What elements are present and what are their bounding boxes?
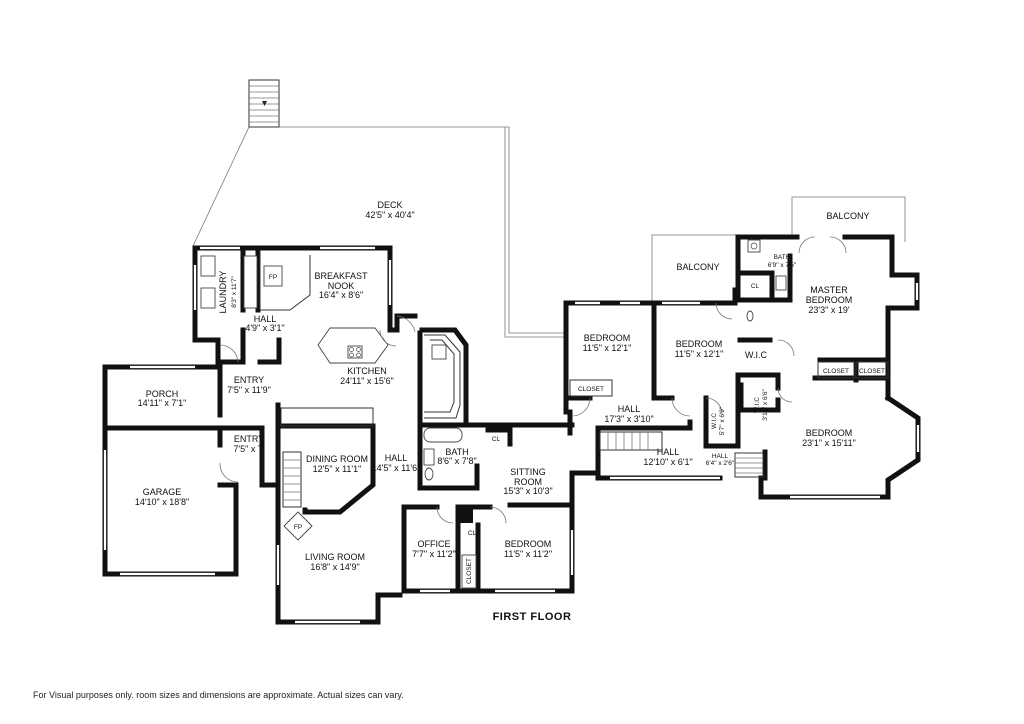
floor-title: FIRST FLOOR — [493, 611, 572, 623]
office-closet-label: CLOSET — [466, 558, 473, 584]
bedroom-east-label: BEDROOM — [806, 428, 853, 438]
master-closet-1-label: CLOSET — [823, 368, 849, 375]
wic-a-size: 5'7" x 6'9" — [719, 406, 726, 435]
kitchen-size: 24'11" x 15'6" — [340, 376, 394, 386]
bath-cl-label: CL — [492, 436, 501, 443]
deck-size: 42'5" x 40'4" — [365, 210, 414, 220]
bedroom-a-closet-label: CLOSET — [578, 386, 604, 393]
office-size: 7'7" x 11'2" — [412, 549, 456, 559]
living-fp-label: FP — [294, 524, 302, 531]
bedroom-south-label: BEDROOM — [505, 539, 552, 549]
porch-label: PORCH — [146, 389, 179, 399]
master-bath-label: BATH — [774, 254, 791, 261]
bath-main-label: BATH — [445, 447, 468, 457]
hall-main-label: HALL — [385, 453, 408, 463]
balcony-outlines — [651, 196, 906, 303]
deck-label: DECK — [377, 200, 402, 210]
entry-top-label: ENTRY — [234, 375, 264, 385]
breakfast-nook-label-2: NOOK — [328, 281, 355, 291]
bath-main-size: 8'6" x 7'8" — [437, 456, 476, 466]
sitting-room-size: 15'3" x 10'3" — [503, 486, 552, 496]
bedroom-east-size: 23'1" x 15'11" — [802, 438, 856, 448]
sitting-room-label-2: ROOM — [514, 477, 542, 487]
hall-tiny-size: 6'4" x 2'6" — [706, 460, 735, 467]
master-cl-label: CL — [751, 283, 760, 290]
dining-room-size: 12'5" x 11'1" — [313, 464, 362, 474]
master-bedroom-label: MASTER — [810, 285, 848, 295]
entry-top-size: 7'5" x 11'9" — [227, 385, 271, 395]
living-room-label: LIVING ROOM — [305, 552, 365, 562]
porch-size: 14'11" x 7'1" — [138, 398, 187, 408]
bedroom-a-size: 11'5" x 12'1" — [583, 343, 632, 353]
hall-upper-label: HALL — [618, 404, 641, 414]
nook-fp-label: FP — [269, 274, 277, 281]
hall-tiny-label: HALL — [712, 453, 729, 460]
breakfast-nook-label: BREAKFAST — [314, 271, 368, 281]
bedroom-b-size: 11'5" x 12'1" — [675, 349, 724, 359]
laundry-label: LAUNDRY — [218, 271, 228, 314]
entry-bottom-label: ENTRY — [234, 434, 264, 444]
office-cl-label: CL — [468, 530, 477, 537]
windows — [103, 246, 920, 624]
dining-room-label: DINING ROOM — [306, 454, 368, 464]
hall-small-size: 4'9" x 3'1" — [245, 323, 284, 333]
hall-lower-size: 12'10" x 6'1" — [643, 457, 692, 467]
hall-lower-label: HALL — [657, 447, 680, 457]
garage-size: 14'10" x 18'8" — [135, 497, 189, 507]
fixtures — [200, 236, 889, 589]
sitting-room-label: SITTING — [510, 467, 546, 477]
laundry-size: 8'3" x 11'7" — [231, 276, 238, 308]
bedroom-a-label: BEDROOM — [584, 333, 631, 343]
breakfast-nook-size: 16'4" x 8'6" — [319, 290, 363, 300]
wic-main-label: W.I.C — [745, 350, 767, 360]
wic-a-label: W.I.C — [711, 413, 718, 429]
hall-small-label: HALL — [254, 314, 277, 324]
room-labels: DECK 42'5" x 40'4" LAUNDRY 8'3" x 11'7" … — [135, 200, 885, 623]
deck-outline — [192, 79, 566, 338]
hall-upper-size: 17'3" x 3'10" — [604, 414, 653, 424]
disclaimer-text: For Visual purposes only. room sizes and… — [33, 690, 404, 700]
master-closet-2-label: CLOSET — [859, 368, 885, 375]
garage-label: GARAGE — [143, 487, 182, 497]
wic-b-size: 3'11" x 6'6" — [762, 389, 769, 421]
kitchen-label: KITCHEN — [347, 366, 387, 376]
bedroom-south-size: 11'5" x 11'2" — [504, 549, 552, 559]
bedroom-b-label: BEDROOM — [676, 339, 723, 349]
entry-bottom-size: 7'5" x 7' — [233, 444, 264, 454]
master-bedroom-size: 23'3" x 19' — [808, 305, 849, 315]
living-room-size: 16'8" x 14'9" — [310, 562, 359, 572]
balcony-mid-label: BALCONY — [676, 262, 719, 272]
master-bath-size: 6'9" x 7'5" — [768, 262, 797, 269]
office-label: OFFICE — [418, 539, 451, 549]
wic-b-label: W.I.C — [754, 397, 761, 413]
balcony-top-label: BALCONY — [826, 211, 869, 221]
master-bedroom-label-2: BEDROOM — [806, 295, 853, 305]
hall-main-size: 14'5" x 11'6" — [372, 463, 421, 473]
